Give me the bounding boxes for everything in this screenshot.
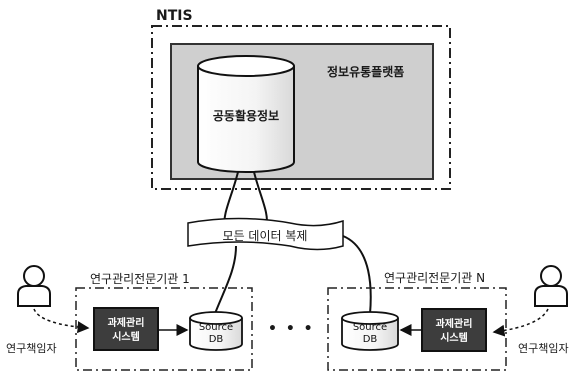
- replication-label: 모든 데이터 복제: [222, 229, 308, 243]
- shared-db-cylinder: [197, 55, 295, 173]
- left-person-to-system-arrow: [33, 308, 90, 334]
- left-system-box: [93, 307, 159, 351]
- right-researcher-icon: [534, 265, 568, 307]
- left-system-label-line1: 과제관리: [107, 318, 145, 329]
- shared-db-label: 공동활용정보: [212, 109, 280, 123]
- right-source-db-cylinder: [341, 311, 399, 351]
- ntis-boundary: [151, 25, 451, 190]
- replication-line-right: [253, 171, 268, 227]
- left-researcher-icon: [17, 265, 51, 307]
- ellipsis: • • •: [268, 321, 315, 337]
- right-org-title: 연구관리전문기관 N: [384, 271, 486, 285]
- replication-banner: [187, 217, 344, 251]
- left-org-title: 연구관리전문기관 1: [90, 272, 190, 286]
- right-person-to-system-arrow: [492, 308, 549, 337]
- right-db-label-line1: Source: [352, 322, 388, 333]
- left-system-label-line2: 시스템: [112, 332, 140, 343]
- right-system-box: [421, 308, 487, 352]
- right-researcher-label: 연구책임자: [518, 342, 569, 355]
- link-left-db: [213, 245, 237, 317]
- left-db-label-line1: Source: [198, 322, 234, 333]
- right-db-label-line2: DB: [362, 334, 378, 345]
- left-org-boundary: [75, 287, 253, 371]
- link-right-db: [342, 235, 372, 315]
- right-system-label-line2: 시스템: [440, 333, 468, 344]
- platform-label: 정보유통플랫폼: [327, 65, 405, 79]
- right-org-boundary: [327, 287, 507, 371]
- left-source-db-cylinder: [189, 311, 243, 351]
- ntis-label: NTIS: [156, 8, 193, 24]
- left-researcher-label: 연구책임자: [6, 342, 57, 355]
- right-system-label-line1: 과제관리: [435, 319, 473, 330]
- left-db-label-line2: DB: [208, 334, 224, 345]
